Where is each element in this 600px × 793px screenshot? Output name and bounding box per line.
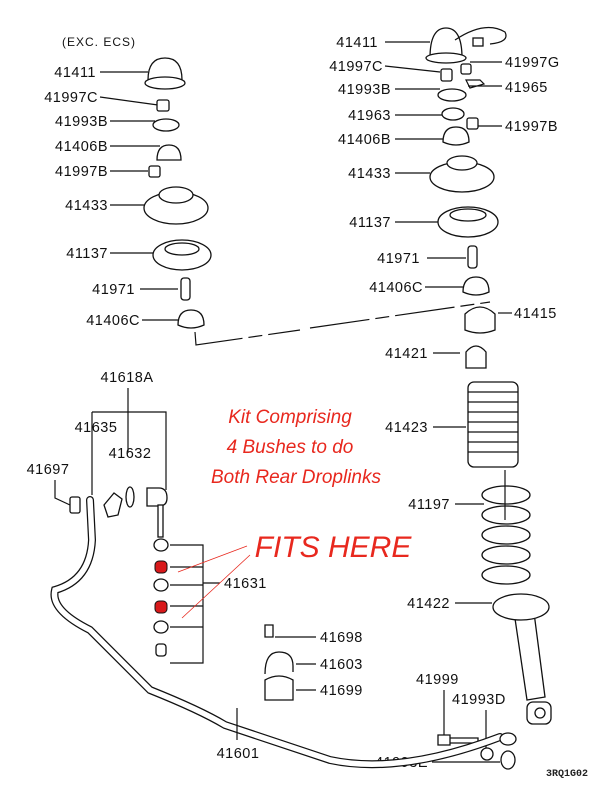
part-label: 41997B	[55, 164, 108, 180]
clamp-part	[264, 651, 294, 675]
washer-part	[125, 486, 135, 508]
nut-part	[440, 68, 453, 82]
part-label: 41698	[320, 630, 363, 646]
part-label: 41699	[320, 683, 363, 699]
pin-part	[467, 245, 478, 269]
part-label: 41997C	[329, 59, 383, 75]
shock-absorber-part	[492, 593, 552, 725]
dust-cap-part	[147, 57, 183, 81]
kit-description-line: Kit Comprising	[228, 407, 352, 428]
part-label: 41635	[75, 420, 118, 436]
droplink-part	[146, 487, 168, 507]
bellows-part	[467, 381, 519, 468]
part-label: 41137	[349, 215, 391, 231]
washer-part	[152, 118, 180, 132]
part-label: 41993B	[55, 114, 108, 130]
part-label: 41971	[92, 282, 135, 298]
highlighted-bush	[154, 600, 168, 614]
bush-part	[442, 126, 470, 146]
part-label: 41411	[336, 35, 378, 51]
part-label: 41421	[385, 346, 428, 362]
part-label: 41406C	[369, 280, 423, 296]
part-label: 41406B	[55, 139, 108, 155]
part-label: 41997B	[505, 119, 558, 135]
diagram-code: 3RQ1G02	[546, 769, 588, 780]
part-label: 41971	[377, 251, 420, 267]
bush-part	[177, 309, 205, 329]
right-strut-assembly: 41411 41997C 41997G 41993B 41965 41963 4…	[329, 26, 560, 771]
part-label: 41411	[54, 65, 96, 81]
part-label: 41999	[416, 672, 459, 688]
nut-part	[466, 117, 479, 130]
part-label: 41433	[348, 166, 391, 182]
part-label: 41997C	[44, 90, 98, 106]
washer-part	[500, 750, 516, 770]
dust-cap-part	[429, 27, 463, 59]
nut-part	[69, 496, 81, 514]
part-label: 41423	[385, 420, 428, 436]
part-label: 41601	[217, 746, 260, 762]
fits-here-label: FITS HERE	[255, 531, 413, 564]
part-label: 41137	[66, 246, 108, 262]
part-label: 41415	[514, 306, 557, 322]
washer-part	[437, 88, 467, 102]
part-label: 41632	[109, 446, 152, 462]
coil-spring-part	[481, 485, 531, 585]
part-label: 41963	[348, 108, 391, 124]
left-strut-mount-assembly: (EXC. ECS) 41411 41997C 41993B 41406B 41…	[44, 35, 491, 346]
bush-part	[156, 144, 182, 161]
washer-part	[480, 747, 494, 761]
part-label: 41993B	[338, 82, 391, 98]
part-label: 41603	[320, 657, 363, 673]
part-label: 41197	[408, 497, 450, 513]
bush-part	[103, 492, 123, 518]
part-label: 41406B	[338, 132, 391, 148]
pin-part	[180, 277, 191, 301]
stabilizer-link-assembly: 41618A 41635 41632 41697 41631 41698 416…	[27, 370, 517, 769]
stabilizer-bush-part	[264, 675, 294, 701]
link-bushes	[153, 538, 169, 657]
kit-annotation: Kit Comprising 4 Bushes to do Both Rear …	[211, 407, 412, 564]
part-label: 41422	[407, 596, 450, 612]
nut-part	[156, 99, 170, 112]
exc-ecs-heading: (EXC. ECS)	[62, 35, 136, 49]
part-label: 41433	[65, 198, 108, 214]
part-label: 41965	[505, 80, 548, 96]
kit-description-line: 4 Bushes to do	[227, 437, 354, 458]
highlighted-bush	[154, 560, 168, 574]
bump-stop-part	[465, 345, 487, 369]
part-label: 41697	[27, 462, 70, 478]
bump-stop-cup-part	[464, 306, 496, 334]
nut-part	[148, 165, 161, 178]
part-label: 41631	[224, 576, 267, 592]
pointer-arrows	[177, 545, 251, 619]
kit-description-line: Both Rear Droplinks	[211, 467, 382, 488]
washer-part	[441, 107, 465, 121]
part-label: 41406C	[86, 313, 140, 329]
part-label: 41997G	[505, 55, 560, 71]
bush-part	[462, 276, 490, 296]
part-label: 41993D	[452, 692, 506, 708]
bolt-part	[264, 624, 274, 638]
part-label: 41618A	[101, 370, 154, 386]
